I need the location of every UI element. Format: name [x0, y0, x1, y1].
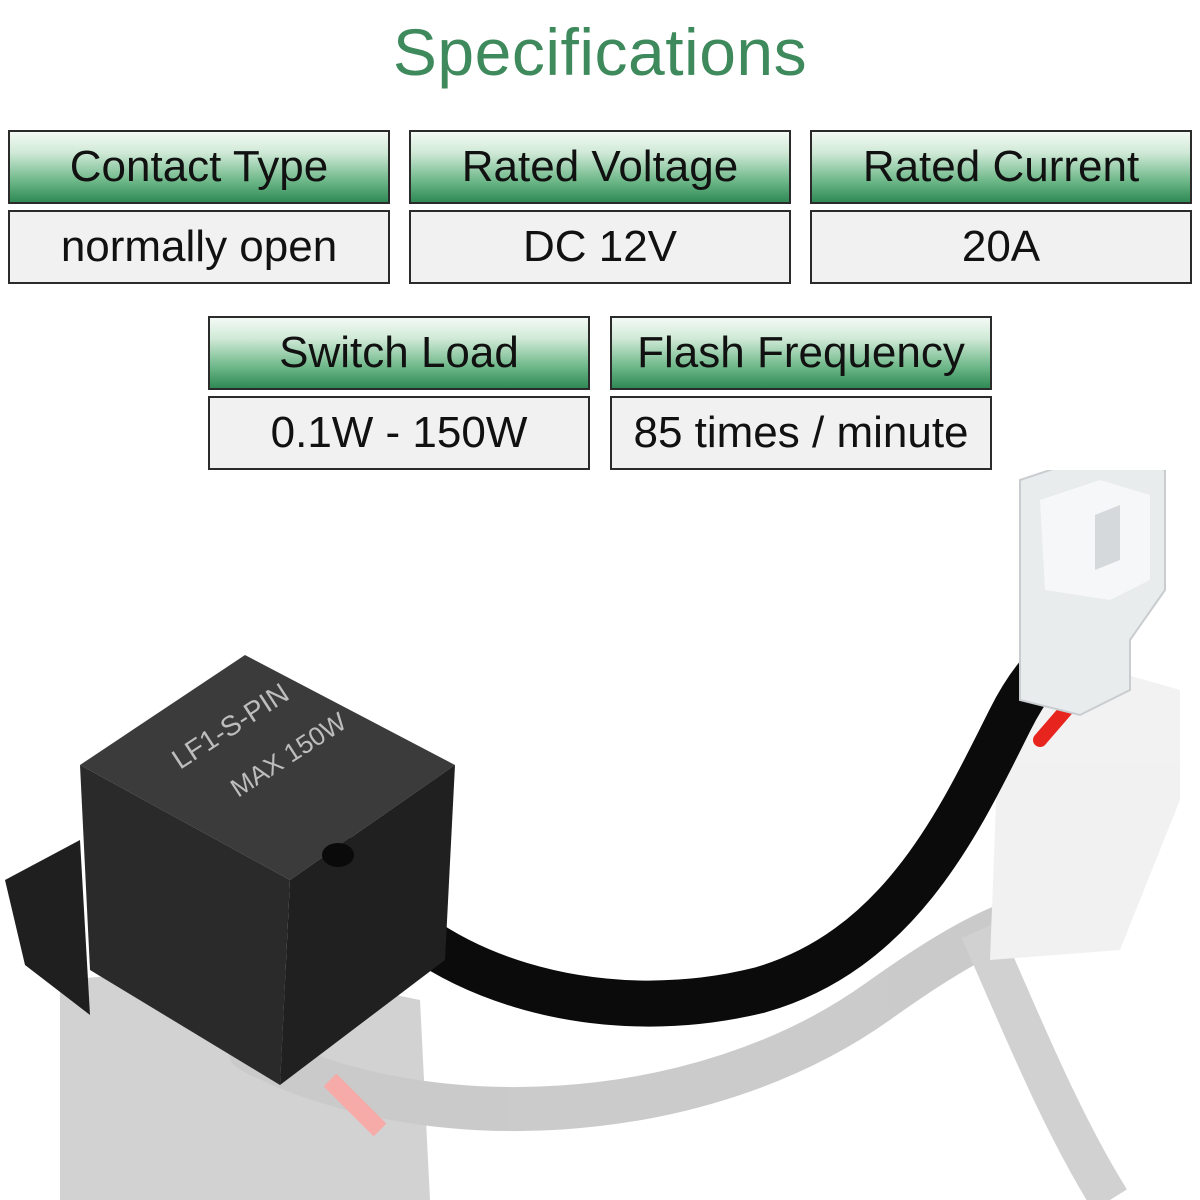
spec-value: normally open [8, 210, 390, 284]
spec-value: 20A [810, 210, 1192, 284]
relay-top [80, 655, 455, 880]
spec-label: Switch Load [208, 316, 590, 390]
page-title: Specifications [392, 15, 808, 89]
spec-label: Rated Voltage [409, 130, 791, 204]
spec-contact-type: Contact Type normally open [8, 130, 390, 284]
spec-value: DC 12V [409, 210, 791, 284]
spec-flash-frequency: Flash Frequency 85 times / minute [610, 316, 992, 470]
relay-front [80, 765, 290, 1085]
spec-label: Flash Frequency [610, 316, 992, 390]
spec-switch-load: Switch Load 0.1W - 150W [208, 316, 590, 470]
mounting-bracket [5, 840, 90, 1015]
spec-value: 0.1W - 150W [208, 396, 590, 470]
spec-rated-current: Rated Current 20A [810, 130, 1192, 284]
spec-value: 85 times / minute [610, 396, 992, 470]
flasher-relay: LF1-S-PIN MAX 150W [5, 655, 455, 1085]
connector-plug [1019, 470, 1166, 717]
spec-label: Rated Current [810, 130, 1192, 204]
spec-rated-voltage: Rated Voltage DC 12V [409, 130, 791, 284]
product-photo: LF1-S-PIN MAX 150W [5, 470, 1180, 1200]
spec-label: Contact Type [8, 130, 390, 204]
relay-side [280, 765, 455, 1085]
